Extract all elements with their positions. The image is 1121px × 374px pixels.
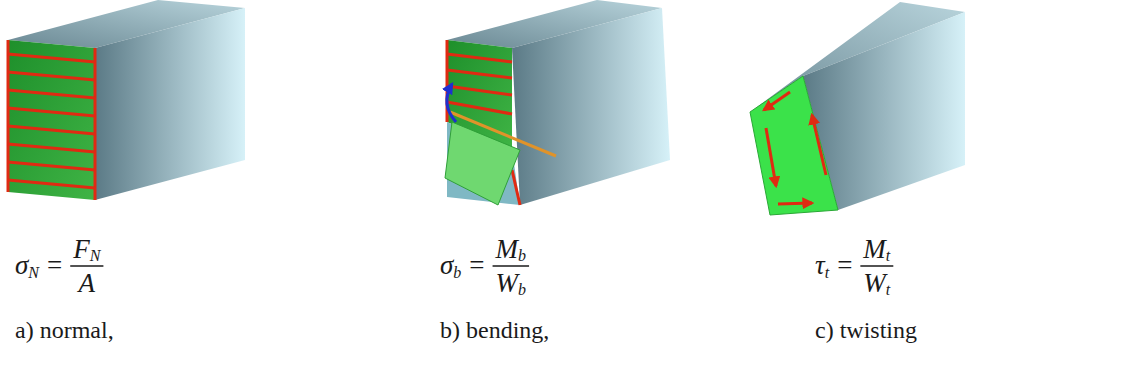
denominator: W (863, 270, 886, 297)
stress-symbol: τ (815, 252, 825, 279)
fraction-bar (860, 265, 893, 266)
stress-symbol: σ (15, 252, 28, 279)
subscript: t (825, 265, 829, 281)
fraction-bar (493, 265, 530, 266)
normal-bar (8, 0, 245, 200)
subscript: b (518, 248, 526, 264)
caption: b) bending, (440, 318, 549, 342)
equals-sign: = (47, 252, 62, 279)
bending-bar (445, 0, 670, 205)
numerator: F (73, 236, 90, 263)
denominator: A (79, 270, 96, 297)
caption: a) normal, (15, 318, 114, 342)
numerator: M (863, 236, 886, 263)
subscript: N (90, 248, 101, 264)
equals-sign: = (469, 252, 484, 279)
caption: c) twisting (815, 318, 917, 342)
numerator: M (496, 236, 519, 263)
subscript: N (28, 265, 39, 281)
subscript: t (886, 282, 890, 298)
denominator: W (496, 270, 519, 297)
subscript: b (518, 282, 526, 298)
subscript: t (886, 248, 890, 264)
subscript: b (453, 265, 461, 281)
stress-symbol: σ (440, 252, 453, 279)
equals-sign: = (837, 252, 852, 279)
twisting-bar (750, 2, 965, 215)
fraction-bar (70, 265, 103, 266)
